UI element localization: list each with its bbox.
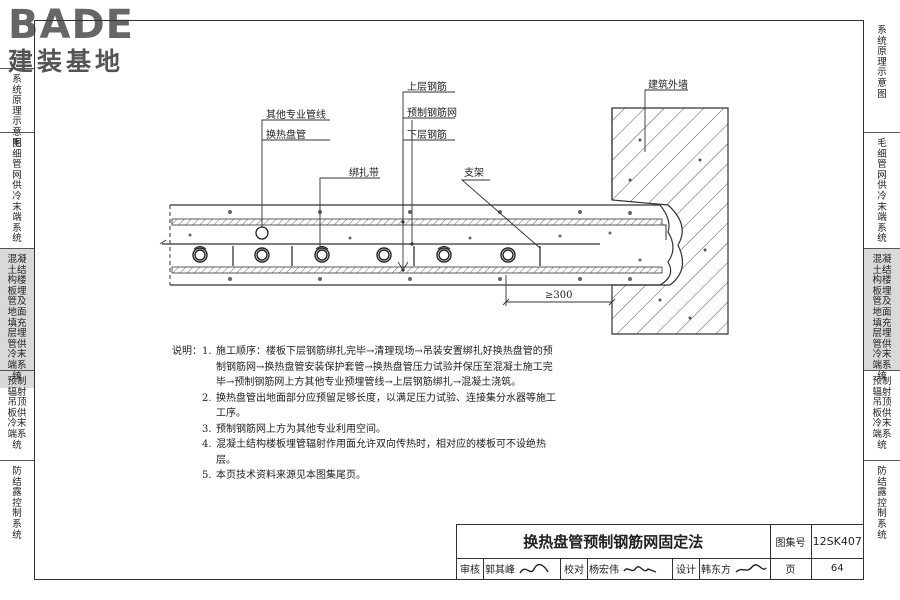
title-block: 换热盘管预制钢筋网固定法 图集号 12SK407 审核 郭其峰 校对 杨宏伟 设… xyxy=(456,524,865,581)
leader-arrows xyxy=(397,140,414,272)
right-tab-anti-condensation[interactable]: 防结露控制系统 xyxy=(864,460,900,580)
logo-brand: BADE xyxy=(8,2,134,48)
right-tab-column: 系统原理示意图 毛细管网供冷末端系统 混凝土结构楼板埋管及地面填充层埋管供冷末端… xyxy=(864,20,900,580)
note-2: 2. 换热盘管出地面部分应预留足够长度，以满足压力试验、连接集分水器等施工工序。 xyxy=(172,391,562,422)
logo-subtitle: 建装基地 xyxy=(8,47,125,76)
page-number: 64 xyxy=(810,557,865,581)
lower-rebar xyxy=(171,266,663,274)
notes: 说明： 1. 施工顺序：楼板下层钢筋绑扎完毕→清理现场→吊装安置绑扎好换热盘管的… xyxy=(172,344,562,484)
right-tab-concrete-slab[interactable]: 混凝土结构楼板埋管及地面填充层埋管供冷末端系统 xyxy=(864,248,900,381)
label-other-pipes: 其他专业管线 xyxy=(266,110,326,121)
check-label: 校对 xyxy=(560,557,588,581)
left-tab-capillary[interactable]: 毛细管网供冷末端系统 xyxy=(0,132,34,258)
note-text: 预制钢筋网上方为其他专业利用空间。 xyxy=(216,423,386,435)
tie-bands xyxy=(193,246,451,250)
reviewer-name: 郭其峰 xyxy=(483,557,561,581)
right-tab-principle[interactable]: 系统原理示意图 xyxy=(877,25,887,100)
label-lower-rebar: 下层钢筋 xyxy=(407,130,447,141)
label-outer-wall: 建筑外墙 xyxy=(648,80,688,91)
note-5: 5. 本页技术资料来源见本图集尾页。 xyxy=(172,468,562,484)
note-1: 说明： 1. 施工顺序：楼板下层钢筋绑扎完毕→清理现场→吊装安置绑扎好换热盘管的… xyxy=(172,344,562,391)
page-label: 页 xyxy=(769,557,812,581)
atlas-number: 12SK407 xyxy=(810,524,865,559)
reviewer-signature xyxy=(519,563,549,574)
left-tab-anti-condensation[interactable]: 防结露控制系统 xyxy=(0,460,34,580)
note-text: 本页技术资料来源见本图集尾页。 xyxy=(216,470,366,481)
design-label: 设计 xyxy=(672,557,700,581)
checker-name: 杨宏伟 xyxy=(587,557,673,581)
dimension-line xyxy=(502,275,616,306)
atlas-label: 图集号 xyxy=(769,524,812,559)
drawing-frame xyxy=(34,20,864,580)
note-text: 换热盘管出地面部分应预留足够长度，以满足压力试验、连接集分水器等施工工序。 xyxy=(216,392,556,420)
note-3: 3. 预制钢筋网上方为其他专业利用空间。 xyxy=(172,422,562,438)
aggregate-dots xyxy=(188,210,642,281)
left-tab-ceiling-panel[interactable]: 预制辐射吊顶板供冷末端系统 xyxy=(0,370,34,478)
other-pipe xyxy=(255,226,269,240)
label-tie-band: 绑扎带 xyxy=(349,168,379,179)
label-upper-rebar: 上层钢筋 xyxy=(407,82,447,93)
designer-name: 韩东方 xyxy=(699,557,771,581)
note-text: 施工顺序：楼板下层钢筋绑扎完毕→清理现场→吊装安置绑扎好换热盘管的预制钢筋网→换… xyxy=(216,346,553,388)
label-prefab-mesh: 预制钢筋网 xyxy=(407,108,457,119)
logo: BADE 建装基地 xyxy=(8,2,134,78)
left-tab-concrete-slab[interactable]: 混凝土结构楼板埋管及地面填充层埋管供冷末端系统 xyxy=(0,248,34,388)
label-support: 支架 xyxy=(464,168,484,179)
note-4: 4. 混凝土结构楼板埋管辐射作用面允许双向传热时，相对应的楼板可不设绝热层。 xyxy=(172,437,562,468)
right-tab-capillary[interactable]: 毛细管网供冷末端系统 xyxy=(864,132,900,248)
designer-signature xyxy=(735,564,767,573)
left-tab-column: 系统原理示意图 毛细管网供冷末端系统 混凝土结构楼板埋管及地面填充层埋管供冷末端… xyxy=(0,20,34,580)
heat-pipes xyxy=(192,247,516,263)
concrete-slab xyxy=(169,204,674,286)
review-label: 审核 xyxy=(456,557,484,581)
right-tab-ceiling-panel[interactable]: 预制辐射吊顶板供冷末端系统 xyxy=(864,370,900,460)
label-dimension: ≥300 xyxy=(545,290,573,301)
title-block-title: 换热盘管预制钢筋网固定法 xyxy=(456,524,771,559)
upper-rebar xyxy=(171,218,663,226)
note-text: 混凝土结构楼板埋管辐射作用面允许双向传热时，相对应的楼板可不设绝热层。 xyxy=(216,439,546,466)
supports xyxy=(232,246,541,266)
label-heat-pipe: 换热盘管 xyxy=(266,130,306,141)
checker-signature xyxy=(623,565,657,573)
notes-heading: 说明： xyxy=(172,346,202,357)
